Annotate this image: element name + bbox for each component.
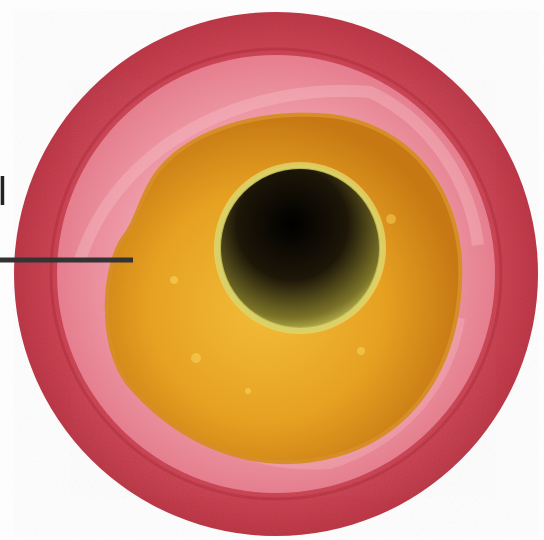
- partial-label-text: l: [0, 172, 7, 212]
- lumen: [215, 165, 383, 333]
